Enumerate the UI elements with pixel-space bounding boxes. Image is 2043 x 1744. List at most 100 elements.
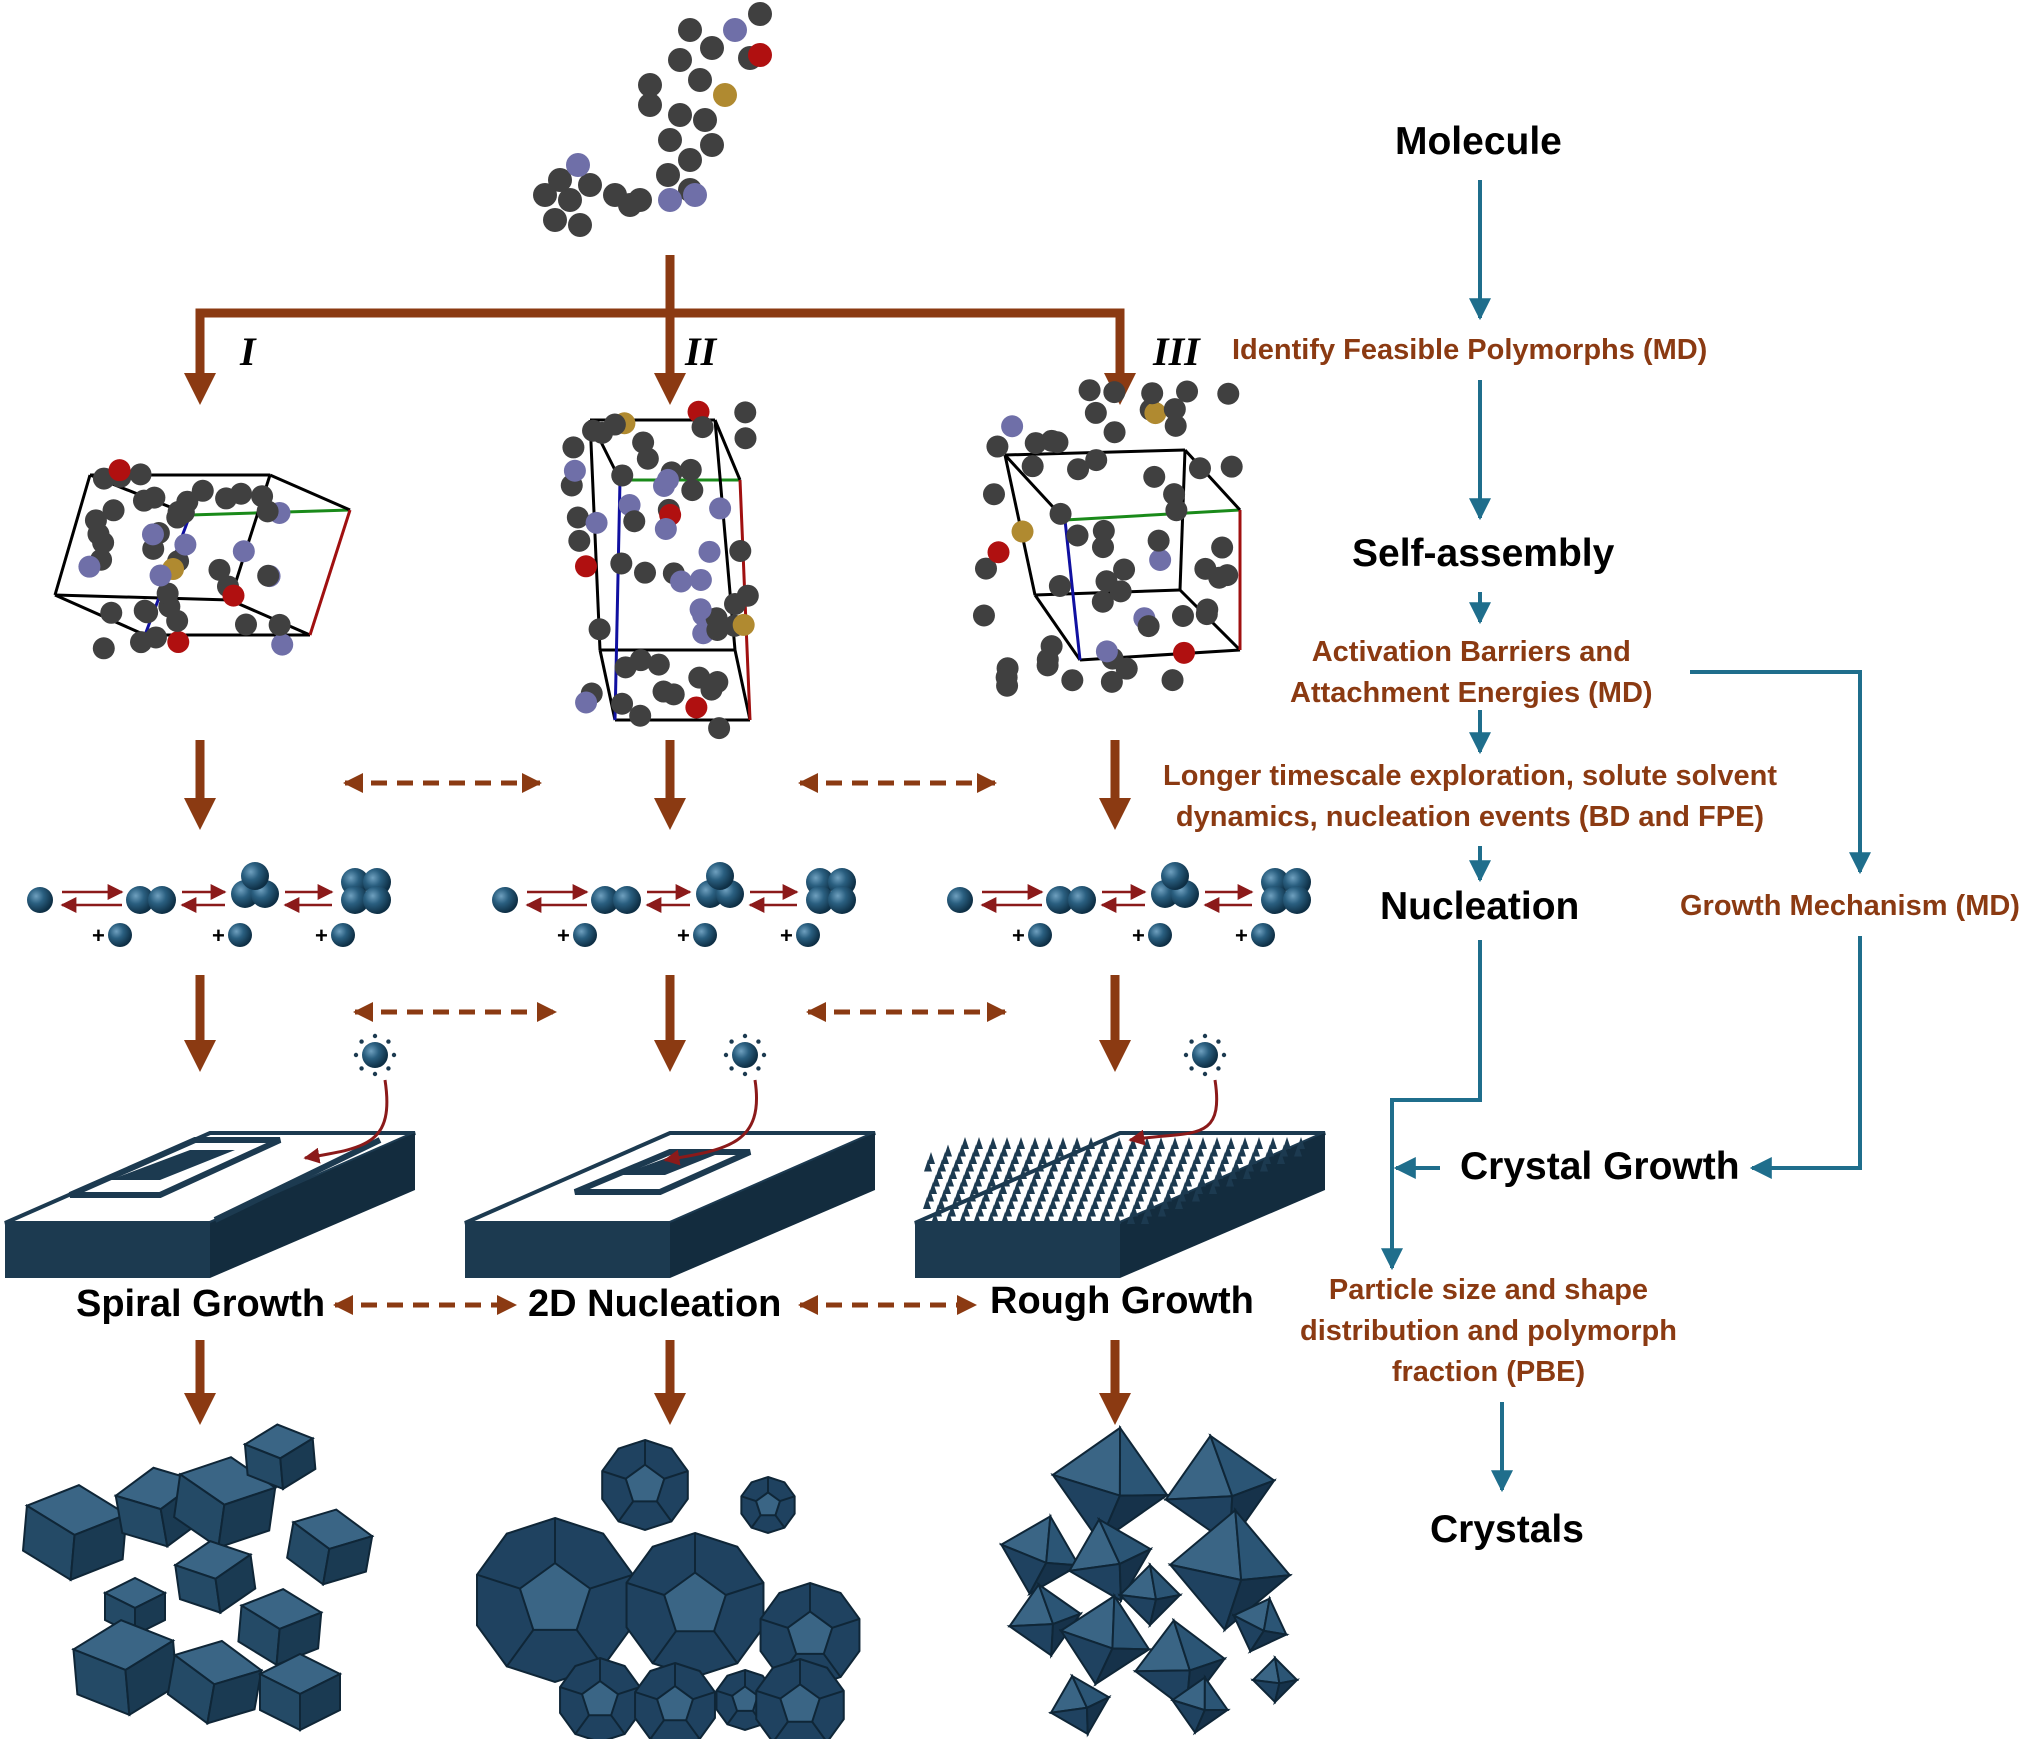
crystals-rough <box>999 1424 1300 1738</box>
rough-spike-5-24 <box>1212 1174 1220 1187</box>
unit-cell-3-edge-1 <box>1064 508 1241 522</box>
unit-cell-3-atom-41 <box>1021 455 1044 478</box>
rough-spike-7-19 <box>1108 1189 1116 1202</box>
unit-cell-1-atom-44 <box>92 531 115 554</box>
rough-spike-0-19 <box>1227 1137 1235 1149</box>
unit-cell-3-atom-55 <box>1048 574 1071 597</box>
unit-cell-1-atom-28 <box>156 582 179 605</box>
unit-cell-1 <box>53 459 352 660</box>
nucleation-crystal-7-ridge-3 <box>726 1710 738 1725</box>
rough-spike-4-7 <box>991 1167 999 1179</box>
cluster-row-2-dimer-b <box>613 886 641 914</box>
cluster-row-2-monomer <box>492 887 518 913</box>
cluster-row-2-plus-2: + <box>780 923 793 948</box>
rough-spike-0-8 <box>1073 1137 1081 1149</box>
rough-crystal-9 <box>1231 1595 1290 1654</box>
unit-cell-2-atom-6 <box>734 427 757 450</box>
unit-cell-3-atom-38 <box>1067 458 1090 481</box>
rough-spike-10-13 <box>973 1212 981 1224</box>
spiral-crystal-7-right <box>275 1611 323 1667</box>
branch-arrow-2 <box>654 310 686 405</box>
rough-spike-8-19 <box>1091 1197 1099 1209</box>
molecule-atom-6 <box>668 48 692 72</box>
rough-crystal-8 <box>1132 1617 1228 1713</box>
unit-cell-1-atom-7 <box>271 633 294 656</box>
rough-spike-3-13 <box>1092 1159 1100 1172</box>
rough-spike-8-14 <box>1021 1197 1029 1209</box>
rough-spike-1-7 <box>1042 1144 1050 1157</box>
rough-spike-2-11 <box>1081 1152 1089 1164</box>
mechanism-2d-nucleation: 2D Nucleation <box>528 1283 782 1325</box>
rough-spike-0-3 <box>1003 1137 1011 1149</box>
incoming-molecule-1 <box>303 1033 397 1164</box>
unit-cell-2-atom-7 <box>574 555 597 578</box>
rough-spike-3-24 <box>1246 1159 1254 1172</box>
arrow-cell3-to-clusters-head <box>1099 798 1131 830</box>
rough-crystal-0-f2 <box>1118 1424 1170 1497</box>
rough-spike-3-3 <box>952 1159 960 1172</box>
spiral-step-edge <box>213 1137 382 1223</box>
molecule-atom-14 <box>656 163 680 187</box>
cluster-row-3-dimer-a <box>1046 886 1074 914</box>
rough-crystal-11-f4 <box>1192 1708 1231 1736</box>
unit-cell-1-atom-42 <box>136 601 159 624</box>
unit-cell-2-atom-29 <box>705 607 728 630</box>
molecule-atom-25 <box>543 208 567 232</box>
rough-spike-0-7 <box>1059 1137 1067 1149</box>
nucleation-crystal-1 <box>740 1475 796 1535</box>
unit-cell-2-atom-55 <box>709 497 732 520</box>
arrow-clusters2-to-slab <box>654 975 686 1072</box>
unit-cell-2-atom-46 <box>689 598 712 621</box>
rough-spike-0-9 <box>1087 1137 1095 1149</box>
incoming-molecule-2-arrow <box>663 1079 758 1166</box>
rough-crystal-12 <box>1250 1655 1300 1706</box>
rough-spike-0-20 <box>1241 1137 1249 1149</box>
unit-cell-3-atom-27 <box>1165 499 1188 522</box>
rough-crystal-11 <box>1169 1674 1231 1736</box>
arrow-cell1-to-clusters <box>184 740 216 830</box>
rough-spike-8-11 <box>979 1197 987 1209</box>
molecule-atom-17 <box>658 188 682 212</box>
polymorph-numeral-3: III <box>1153 329 1200 374</box>
rough-spike-4-23 <box>1215 1167 1223 1179</box>
rough-spike-7-25 <box>1192 1189 1200 1202</box>
nucleation-crystal-4-face <box>786 1610 834 1655</box>
branch-arrow-2-head <box>654 373 686 405</box>
unit-cell-3-atom-32 <box>1011 520 1034 543</box>
rough-crystal-2-f2 <box>1045 1513 1081 1567</box>
rough-spike-4-4 <box>949 1167 957 1179</box>
rough-spike-4-6 <box>977 1167 985 1179</box>
molecule-atom-16 <box>683 183 707 207</box>
cluster-row-2-tetramer-c <box>806 886 834 914</box>
arrow-cell2-to-clusters <box>654 740 686 830</box>
rough-spike-6-14 <box>1055 1182 1063 1194</box>
nucleation-crystal-1-face <box>754 1491 782 1517</box>
spiral-crystal-3-right <box>279 1436 317 1491</box>
unit-cell-2-atom-24 <box>679 458 702 481</box>
step-crystals: Crystals <box>1430 1508 1584 1551</box>
unit-cell-2-atom-34 <box>611 692 634 715</box>
rough-spike-0-21 <box>1255 1137 1263 1149</box>
rough-spike-2-6 <box>1011 1152 1019 1164</box>
unit-cell-1-atom-34 <box>129 463 152 486</box>
rough-spike-7-18 <box>1094 1189 1102 1202</box>
rough-spike-5-20 <box>1156 1174 1164 1187</box>
unit-cell-1-atom-8 <box>167 631 190 654</box>
spiral-crystal-0-right <box>69 1512 128 1582</box>
unit-cell-1-atom-45 <box>174 533 197 556</box>
cluster-row-1-added-0 <box>108 923 132 947</box>
nucleation-crystal-3-face <box>663 1571 727 1633</box>
cluster-row-2-plus-0: + <box>557 923 570 948</box>
rough-spike-8-25 <box>1175 1197 1183 1209</box>
rough-spike-1-12 <box>1112 1144 1120 1157</box>
rough-spike-2-18 <box>1179 1152 1187 1164</box>
rough-spike-2-22 <box>1235 1152 1243 1164</box>
rough-spike-0-1 <box>975 1137 983 1149</box>
unit-cell-3-atom-21 <box>1091 590 1114 613</box>
rough-spike-2-12 <box>1095 1152 1103 1164</box>
rough-spike-7-13 <box>1024 1189 1032 1202</box>
unit-cell-3-edge-4 <box>1033 594 1082 661</box>
arrow-cell3-to-clusters <box>1099 740 1131 830</box>
rough-spike-2-16 <box>1151 1152 1159 1164</box>
rough-spike-1-9 <box>1070 1144 1078 1157</box>
